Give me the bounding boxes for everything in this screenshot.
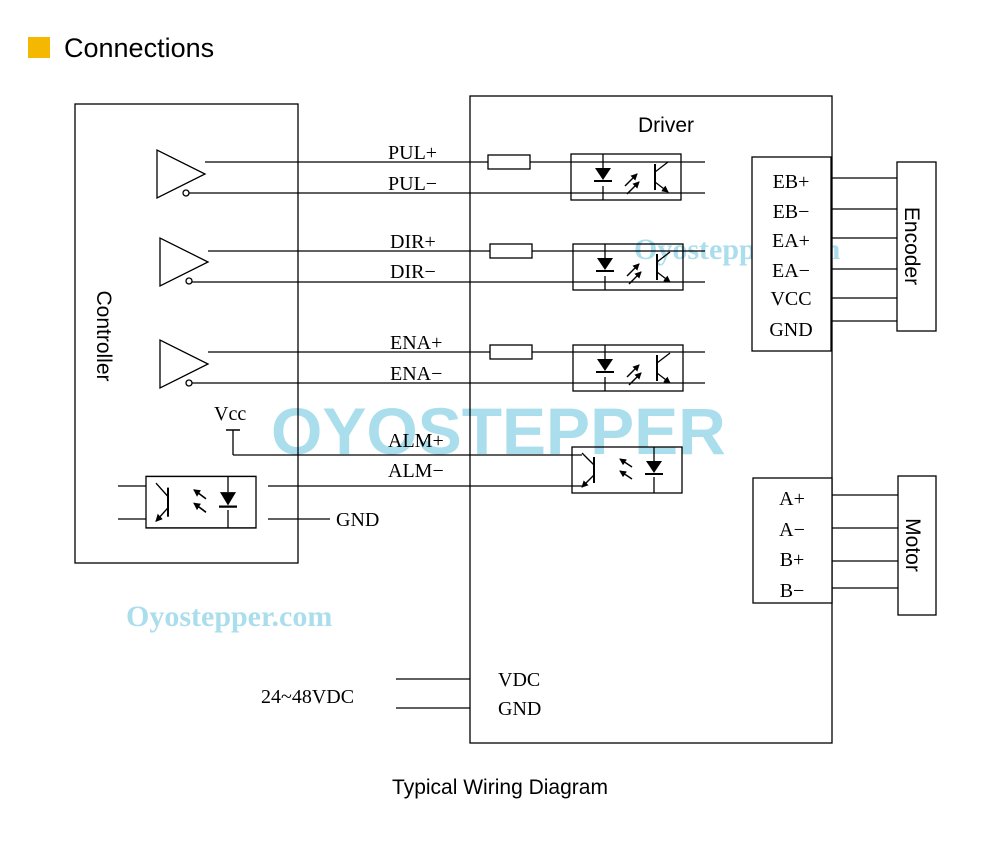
signal-ena-minus: ENA− [390,363,442,385]
motor-pin-b-minus: B− [780,580,805,602]
encoder-pins: EB+ EB− EA+ EA− VCC GND [769,171,897,341]
signal-ena-plus: ENA+ [390,332,442,354]
ena-resistor [489,344,533,360]
signal-pul-plus: PUL+ [388,142,437,164]
motor-pins: A+ A− B+ B− [779,488,898,602]
encoder-pin-gnd: GND [769,319,812,341]
encoder-box [896,161,937,332]
page-title: Connections [64,33,214,63]
motor-label: Motor [901,518,924,572]
power-supply-label: 24~48VDC [261,686,354,708]
motor-connector [752,477,833,604]
ena-buffer [159,339,209,389]
controller-alm-optocoupler [146,476,256,528]
encoder-label: Encoder [900,207,923,285]
pul-buffer [156,149,206,199]
signal-pul-minus: PUL− [388,173,437,195]
watermark-site: Oyostepper.com [126,600,332,633]
watermark: OYOSTEPPER Oyostepper.com Oyostepper.com [126,233,840,633]
signal-dir-plus: DIR+ [390,231,436,253]
diagram-caption: Typical Wiring Diagram [392,776,608,799]
power-vdc-label: VDC [498,669,540,691]
encoder-pin-ea-plus: EA+ [772,230,810,252]
motor-pin-a-plus: A+ [779,488,805,510]
encoder-pin-ea-minus: EA− [772,260,810,282]
dir-resistor [489,243,533,259]
encoder-pin-eb-plus: EB+ [773,171,810,193]
motor-pin-b-plus: B+ [780,549,805,571]
motor-pin-a-minus: A− [779,519,805,541]
signal-dir-minus: DIR− [390,261,436,283]
motor-box [897,475,937,616]
driver-label: Driver [638,114,694,137]
controller-label: Controller [92,290,115,381]
signal-vcc: Vcc [214,403,246,425]
encoder-pin-eb-minus: EB− [773,201,810,223]
encoder-connector [751,156,832,352]
header-accent-square [28,37,50,58]
driver-box [469,95,833,744]
dir-buffer [159,237,209,287]
watermark-logo: OYOSTEPPER [271,394,726,468]
power-gnd-label: GND [498,698,541,720]
signal-alm-plus: ALM+ [388,430,444,452]
encoder-pin-vcc: VCC [770,288,811,310]
signal-alm-minus: ALM− [388,460,444,482]
signal-gnd: GND [336,509,379,531]
controller-box [74,103,299,564]
pul-resistor [487,154,531,170]
